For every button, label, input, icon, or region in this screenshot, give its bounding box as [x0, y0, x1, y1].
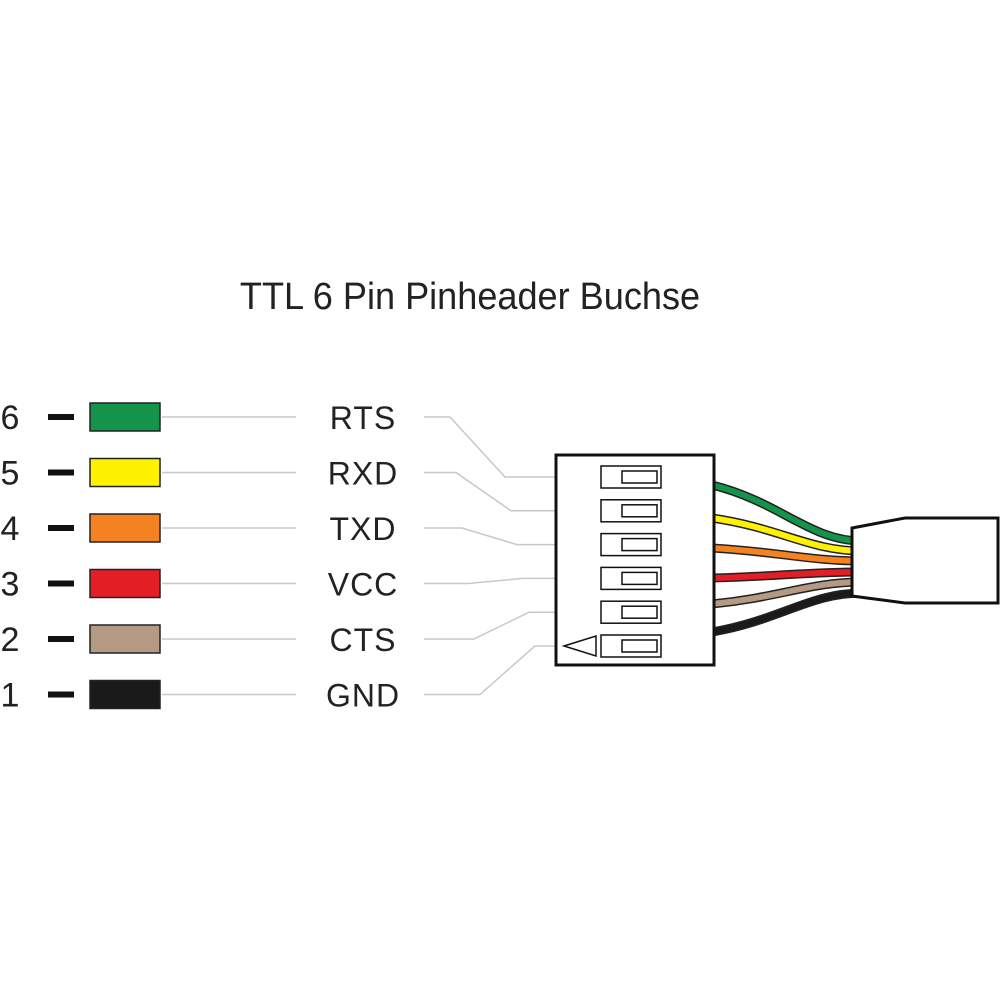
- pin-dash-1: [48, 691, 74, 698]
- leader-right-rts: [424, 416, 556, 478]
- color-swatch-txd: [89, 513, 161, 543]
- pin-dash-6: [48, 414, 74, 420]
- signal-label-rxd: RXD: [328, 456, 399, 492]
- color-swatch-rxd: [89, 457, 161, 488]
- signal-label-vcc: VCC: [328, 567, 399, 603]
- pin-number-2: 2: [1, 621, 20, 659]
- pin-number-4: 4: [1, 510, 20, 548]
- cable-sleeve-outline: [850, 516, 1000, 605]
- signal-label-gnd: GND: [326, 678, 400, 714]
- leader-right-rxd: [424, 471, 556, 512]
- pin-dash-3: [48, 580, 74, 587]
- connector-slot-contact: [621, 571, 658, 586]
- pin-number-3: 3: [1, 566, 20, 604]
- wire-rxd: [711, 515, 863, 554]
- connector-slot-contact: [621, 470, 658, 484]
- signal-label-rts: RTS: [330, 400, 396, 436]
- color-swatch-cts: [89, 624, 161, 654]
- wire-vcc: [711, 569, 863, 581]
- leader-right-gnd: [424, 645, 556, 696]
- pin-number-6: 6: [1, 399, 20, 437]
- pin-dash-4: [48, 525, 74, 531]
- pinheader-connector: [554, 453, 716, 667]
- connector-body: [554, 453, 716, 667]
- pin-dash-5: [48, 469, 74, 476]
- pin-number-1: 1: [1, 677, 20, 715]
- wire-txd: [711, 545, 863, 564]
- connector-slot-contact: [621, 537, 658, 552]
- pin-number-5: 5: [1, 455, 20, 493]
- cable-sleeve: [850, 516, 1000, 605]
- signal-label-cts: CTS: [330, 622, 397, 658]
- connector-slot-contact: [621, 605, 658, 619]
- diagram-title: TTL 6 Pin Pinheader Buchse: [239, 276, 701, 318]
- cable-wires: [710, 480, 863, 637]
- connector-slot-contact: [621, 639, 658, 653]
- leader-right-vcc: [424, 577, 556, 585]
- signal-label-txd: TXD: [330, 511, 397, 547]
- leader-right-txd: [424, 527, 556, 546]
- color-swatch-vcc: [89, 568, 161, 599]
- leader-right-cts: [424, 611, 556, 640]
- leader-lines: [162, 416, 556, 696]
- color-swatch-rts: [89, 402, 161, 432]
- wire-cts: [711, 579, 863, 607]
- wire-gnd: [711, 590, 863, 635]
- connector-slot-contact: [621, 504, 658, 518]
- wire-rts: [711, 482, 863, 544]
- color-swatch-gnd: [89, 679, 161, 710]
- triangle-marker-icon: [561, 634, 597, 658]
- pin-dash-2: [48, 636, 74, 642]
- pin-legend: 6 RTS 5 RXD 4 TXD 3 VCC 2 CTS 1 GND: [1, 399, 400, 715]
